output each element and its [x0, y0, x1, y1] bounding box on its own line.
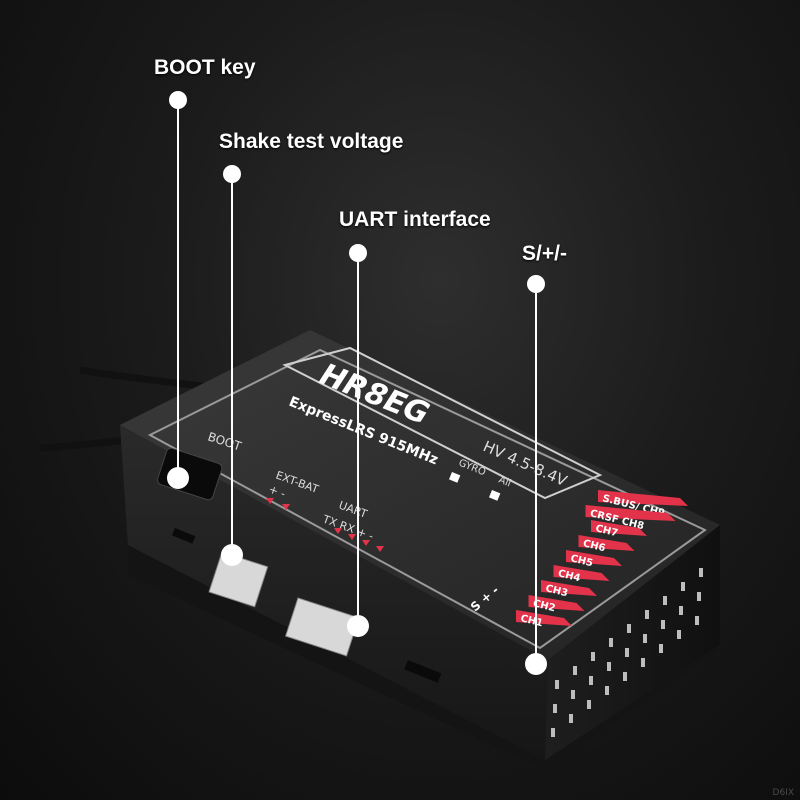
uart-connector[interactable]	[285, 597, 360, 657]
callout-label-sbus: S/+/-	[522, 242, 567, 265]
channel-label: CH4	[557, 568, 582, 584]
channel-tag	[591, 520, 647, 536]
channel-label: CH2	[532, 598, 557, 614]
channel-label: CH5	[569, 553, 594, 569]
header-pin	[695, 616, 699, 625]
channel-label: CH1	[519, 613, 544, 629]
callout-dot-sbus-end	[525, 653, 547, 675]
channel-label: CH3	[544, 583, 569, 599]
ext-bat-connector[interactable]	[208, 551, 269, 608]
header-pin	[609, 638, 613, 647]
pin-arrow	[282, 504, 290, 510]
callout-dot-boot-end	[167, 467, 189, 489]
pin-arrow	[376, 546, 384, 552]
header-pin	[591, 652, 595, 661]
header-pin	[589, 676, 593, 685]
header-pin	[663, 596, 667, 605]
header-pin	[587, 700, 591, 709]
header-pin	[661, 620, 665, 629]
callout-label-shake: Shake test voltage	[219, 130, 404, 153]
channel-label: CH7	[594, 523, 619, 539]
header-pin	[623, 672, 627, 681]
header-pin	[699, 568, 703, 577]
header-pin	[551, 728, 555, 737]
pin-arrow	[362, 540, 370, 546]
pin-header	[551, 568, 703, 737]
header-pin	[553, 704, 557, 713]
ail-indicator	[489, 490, 501, 501]
header-pin	[625, 648, 629, 657]
header-pin	[677, 630, 681, 639]
channel-tag	[566, 550, 622, 566]
gyro-indicator	[449, 472, 461, 483]
callout-label-uart: UART interface	[339, 208, 491, 231]
callout-dot-shake	[223, 165, 241, 183]
pin-arrow	[334, 528, 342, 534]
header-pin	[555, 680, 559, 689]
receiver-front-face	[120, 425, 548, 760]
vent-slot	[404, 659, 442, 683]
ext-bat-pins: + -	[267, 483, 287, 501]
header-pin	[641, 658, 645, 667]
channel-tag	[516, 610, 572, 626]
header-pin	[571, 690, 575, 699]
header-pin	[659, 644, 663, 653]
callout-dot-shake-end	[221, 544, 243, 566]
ail-label: Ail	[497, 475, 513, 490]
brand-panel	[282, 346, 603, 500]
header-pin	[681, 582, 685, 591]
top-panel-outline	[147, 348, 707, 650]
header-pin	[645, 610, 649, 619]
pin-arrow	[348, 534, 356, 540]
header-pin	[679, 606, 683, 615]
channel-tag	[585, 505, 676, 521]
channel-tag	[528, 595, 585, 611]
callout-dot-uart-end	[347, 615, 369, 637]
callout-dot-uart	[349, 244, 367, 262]
header-pin	[643, 634, 647, 643]
header-pin	[573, 666, 577, 675]
channel-label: CH6	[582, 538, 607, 554]
header-pin	[697, 592, 701, 601]
callout-label-boot: BOOT key	[154, 56, 256, 79]
callout-dot-boot	[169, 91, 187, 109]
callout-dot-sbus	[527, 275, 545, 293]
channel-tag	[598, 490, 688, 506]
channel-tag	[553, 565, 610, 581]
watermark: D6IX	[772, 788, 794, 798]
header-pin	[607, 662, 611, 671]
header-pin	[569, 714, 573, 723]
channel-tag	[578, 535, 635, 551]
channel-tag	[541, 580, 597, 596]
pin-arrow	[266, 498, 274, 504]
header-pin	[605, 686, 609, 695]
vent-slot	[172, 528, 196, 544]
header-pin	[627, 624, 631, 633]
